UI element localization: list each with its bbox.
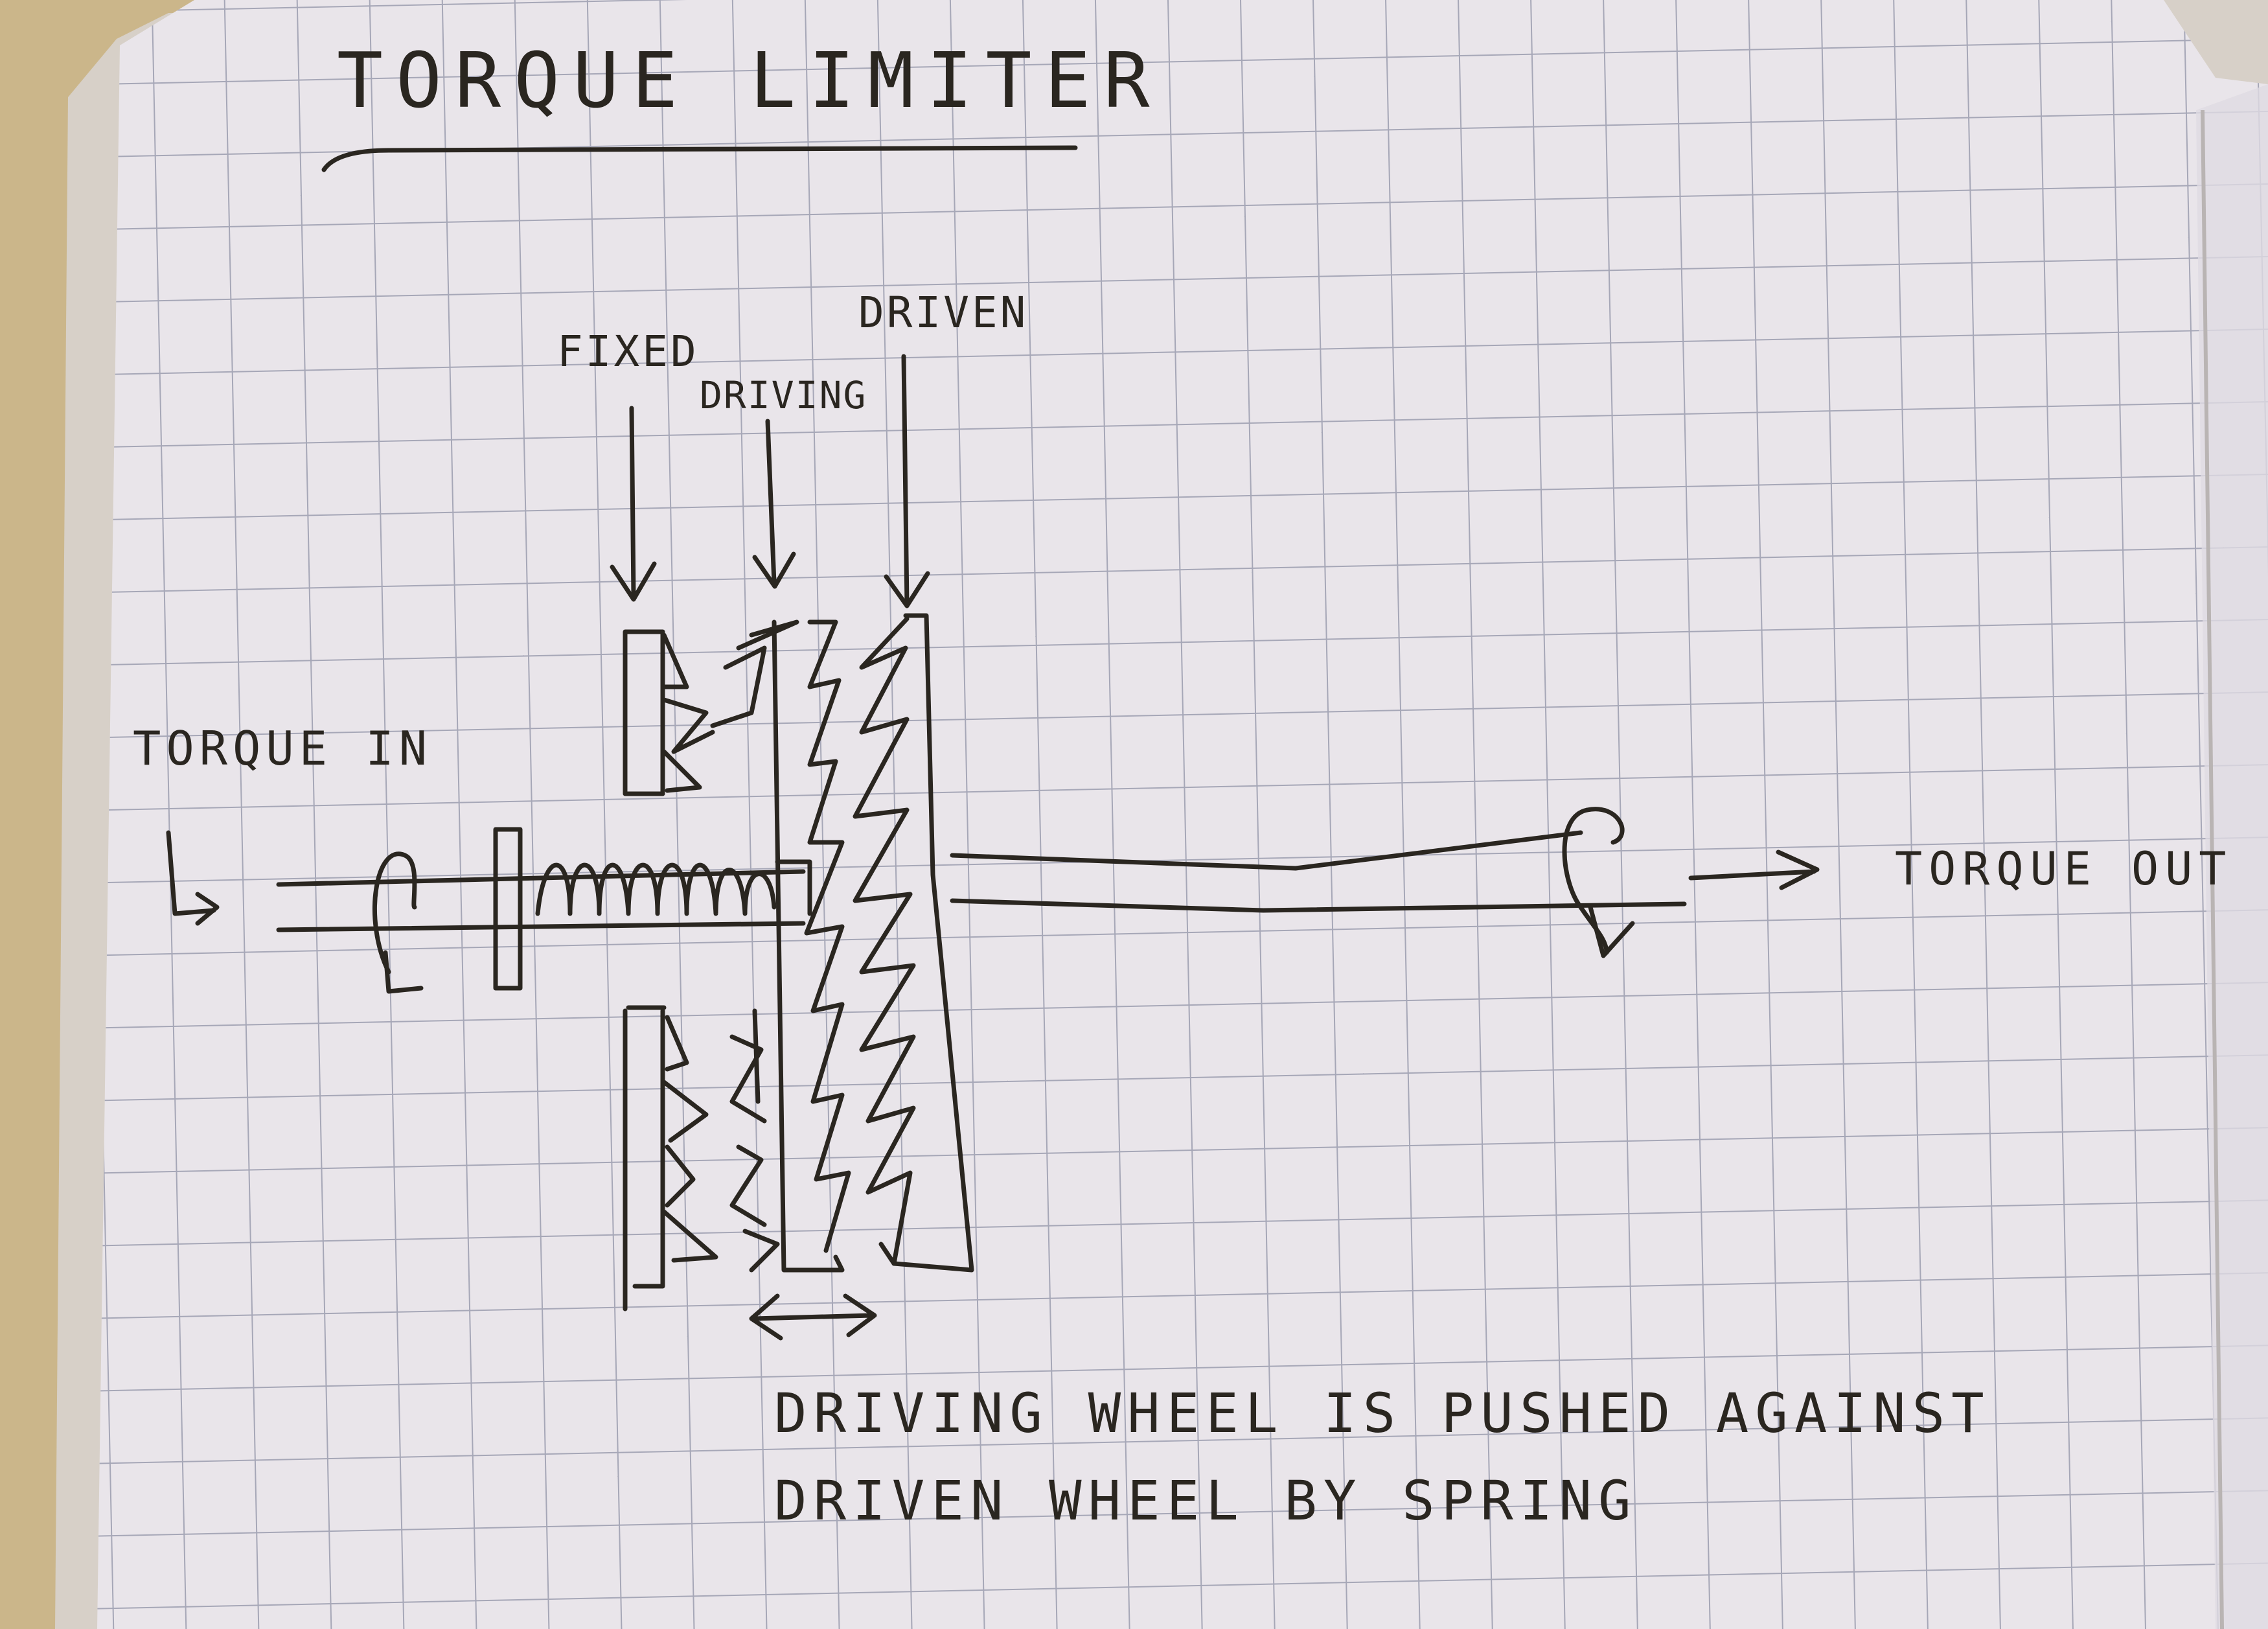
arrow-driving bbox=[752, 419, 796, 589]
title-underline bbox=[321, 145, 1078, 172]
spring-collar bbox=[493, 827, 523, 991]
label-fixed: FIXED bbox=[557, 327, 699, 376]
next-page-edge bbox=[2196, 84, 2268, 1629]
label-torque-in: TORQUE IN bbox=[133, 721, 432, 776]
pointer-arrows bbox=[610, 354, 930, 608]
fixed-plate bbox=[623, 629, 667, 1311]
torque-out-arrow-icon bbox=[1688, 849, 1820, 890]
arrow-driven bbox=[884, 354, 930, 608]
output-shaft bbox=[950, 830, 1687, 913]
fixed-plate-upper bbox=[623, 629, 665, 796]
output-rotation-arrow-icon bbox=[1562, 807, 1635, 958]
input-shaft bbox=[276, 827, 812, 991]
arrow-fixed bbox=[610, 406, 657, 602]
driving-plate bbox=[710, 619, 845, 1273]
torque-in-arrow-icon bbox=[166, 830, 220, 926]
caption-line-2: DRIVEN WHEEL BY SPRING bbox=[774, 1469, 1638, 1532]
caption-line-1: DRIVING WHEEL IS PUSHED AGAINST bbox=[774, 1381, 1991, 1445]
fixed-teeth bbox=[661, 632, 718, 1263]
label-driven: DRIVEN bbox=[858, 288, 1028, 338]
driven-plate bbox=[853, 613, 974, 1273]
driving-teeth bbox=[804, 619, 851, 1253]
spring bbox=[535, 862, 777, 916]
page-title: TORQUE LIMITER bbox=[337, 36, 1163, 125]
grid-paper bbox=[97, 0, 2268, 1629]
label-torque-out: TORQUE OUT bbox=[1895, 842, 2232, 895]
label-driving: DRIVING bbox=[700, 373, 867, 417]
input-rotation-arrow-icon bbox=[372, 851, 424, 994]
movement-double-arrow-icon bbox=[749, 1293, 877, 1341]
page-edge-line bbox=[2201, 110, 2224, 1629]
